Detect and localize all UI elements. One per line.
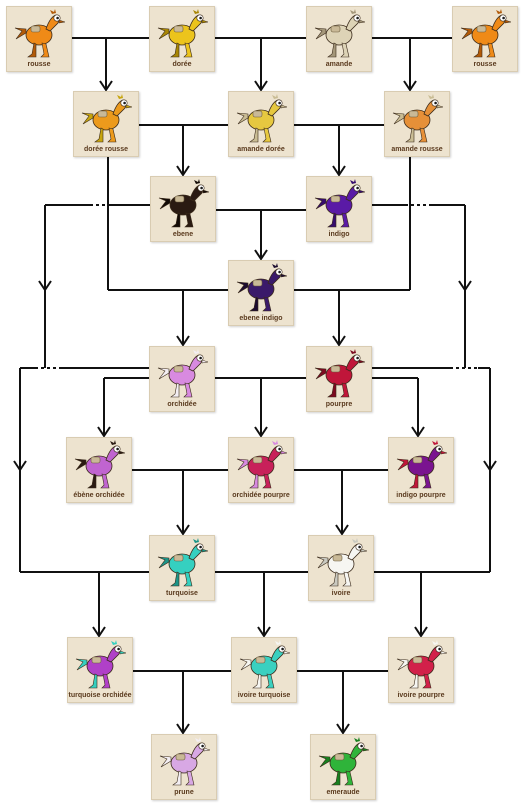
node-label: prune — [174, 789, 194, 796]
node-ebene-indigo: ebene indigo — [228, 260, 294, 326]
node-turquoise-orchidee: turquoise orchidée — [67, 637, 133, 703]
arrowhead-icon — [176, 524, 190, 536]
arrowhead-icon — [332, 335, 346, 347]
arrowhead-icon — [99, 80, 113, 92]
node-label: amande dorée — [237, 146, 285, 153]
node-label: ivoire pourpre — [397, 692, 445, 699]
node-label: indigo — [328, 231, 350, 238]
node-label: rousse — [27, 61, 51, 68]
dragodinde-icon — [14, 9, 66, 58]
dragodinde-icon — [460, 9, 512, 58]
node-label: rousse — [473, 61, 497, 68]
node-indigo: indigo — [306, 176, 372, 242]
arrowhead-icon — [176, 723, 190, 735]
dragodinde-icon — [318, 737, 370, 786]
dragodinde-icon — [75, 640, 127, 689]
node-amande-doree: amande dorée — [228, 91, 294, 157]
dragodinde-icon — [236, 94, 288, 143]
node-label: emeraude — [326, 789, 360, 796]
dragodinde-icon — [396, 640, 448, 689]
node-label: turquoise orchidée — [68, 692, 132, 699]
arrowhead-icon — [254, 80, 268, 92]
dragodinde-icon — [159, 737, 211, 786]
node-label: orchidée — [167, 401, 197, 408]
dragodinde-icon — [239, 640, 291, 689]
node-label: pourpre — [325, 401, 353, 408]
node-label: ivoire turquoise — [237, 692, 291, 699]
dragodinde-icon — [392, 94, 444, 143]
node-ivoire: ivoire — [308, 535, 374, 601]
node-label: amande rousse — [391, 146, 443, 153]
dragodinde-icon — [236, 263, 288, 312]
dragodinde-icon — [314, 179, 366, 228]
node-label: indigo pourpre — [396, 492, 446, 499]
node-label: turquoise — [166, 590, 198, 597]
node-label: orchidée pourpre — [232, 492, 290, 499]
node-amande: amande — [306, 6, 372, 72]
node-rousse-left: rousse — [6, 6, 72, 72]
dragodinde-icon — [396, 440, 448, 489]
node-label: ivoire — [331, 590, 351, 597]
node-amande-rousse: amande rousse — [384, 91, 450, 157]
dragodinde-icon — [157, 538, 209, 587]
node-emeraude: emeraude — [310, 734, 376, 800]
node-orchidee: orchidée — [149, 346, 215, 412]
node-rousse-right: rousse — [452, 6, 518, 72]
node-label: amande — [325, 61, 353, 68]
arrowhead-icon — [411, 426, 425, 438]
dragodinde-icon — [314, 349, 366, 398]
node-ivoire-pourpre: ivoire pourpre — [388, 637, 454, 703]
node-doree-rousse: dorée rousse — [73, 91, 139, 157]
arrowhead-icon — [332, 165, 346, 177]
dragodinde-icon — [74, 440, 126, 489]
arrowhead-icon — [92, 626, 106, 638]
dragodinde-icon — [236, 440, 288, 489]
node-label: ebene indigo — [239, 315, 283, 322]
node-ebene-orchidee: ébène orchidée — [66, 437, 132, 503]
dragodinde-icon — [81, 94, 133, 143]
node-doree: dorée — [149, 6, 215, 72]
arrowhead-icon — [403, 80, 417, 92]
arrowhead-icon — [254, 249, 268, 261]
arrowhead-icon — [335, 524, 349, 536]
arrowhead-icon — [414, 626, 428, 638]
node-label: ebene — [172, 231, 194, 238]
node-prune: prune — [151, 734, 217, 800]
node-pourpre: pourpre — [306, 346, 372, 412]
node-orchidee-pourpre: orchidée pourpre — [228, 437, 294, 503]
arrowhead-icon — [97, 426, 111, 438]
dragodinde-icon — [314, 9, 366, 58]
arrowhead-icon — [176, 165, 190, 177]
arrowhead-icon — [176, 335, 190, 347]
dragodinde-icon — [158, 179, 210, 228]
node-label: dorée rousse — [84, 146, 128, 153]
dragodinde-icon — [157, 9, 209, 58]
arrowhead-icon — [336, 723, 350, 735]
arrowhead-icon — [257, 626, 271, 638]
node-ivoire-turquoise: ivoire turquoise — [231, 637, 297, 703]
node-label: dorée — [172, 61, 192, 68]
node-indigo-pourpre: indigo pourpre — [388, 437, 454, 503]
node-turquoise: turquoise — [149, 535, 215, 601]
arrowhead-icon — [254, 426, 268, 438]
dragodinde-icon — [316, 538, 368, 587]
dragodinde-icon — [157, 349, 209, 398]
node-ebene: ebene — [150, 176, 216, 242]
node-label: ébène orchidée — [73, 492, 125, 499]
